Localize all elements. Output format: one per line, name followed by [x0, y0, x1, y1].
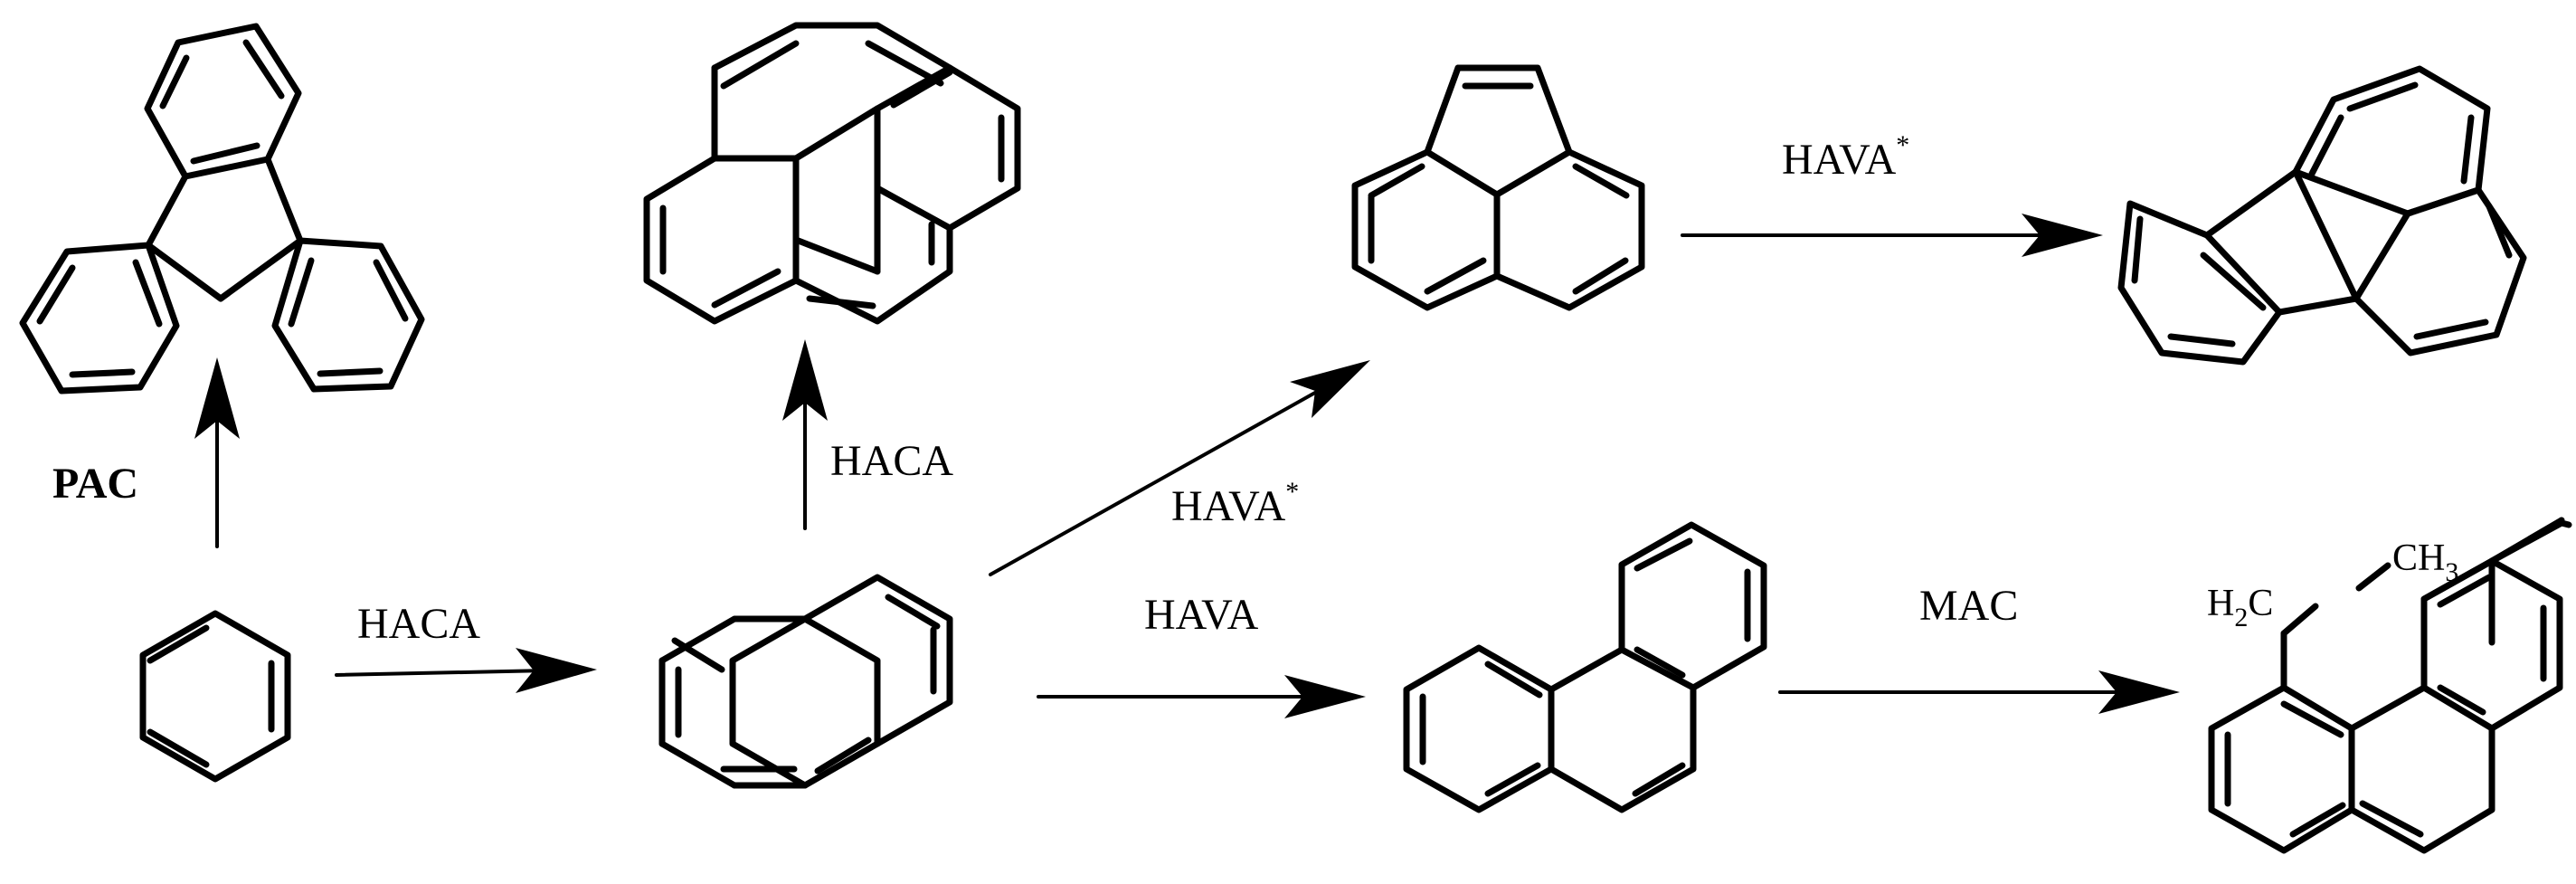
ch2-h: H — [2207, 583, 2234, 624]
ch3-label: CH3 — [2392, 537, 2458, 587]
arrow-naphthalene-to-phenanthrene — [1037, 675, 1366, 718]
arrow-naphthalene-to-acenaphthylene — [989, 360, 1370, 576]
hava-label: HAVA — [1144, 591, 1259, 639]
naphthalene-structure — [658, 574, 953, 789]
ch2-c: C — [2248, 583, 2273, 624]
pac-label: PAC — [52, 460, 138, 508]
benzene-structure — [139, 610, 291, 783]
triphenylene-structure — [19, 23, 425, 394]
arrow-acenaphthylene-to-fluoranthene — [1681, 214, 2103, 257]
phenanthrene-structure — [1403, 521, 1767, 813]
haca-label-naphthalene: HACA — [357, 600, 480, 648]
ch3-ch: CH — [2392, 537, 2445, 579]
hava-star-label-upper-sup: * — [1896, 130, 1909, 160]
hava-star-label-lower: HAVA* — [1171, 477, 1299, 530]
fluoranthene-structure — [2117, 65, 2527, 366]
pyrene-structure — [643, 22, 1021, 325]
arrow-benzene-to-naphthalene — [335, 648, 597, 693]
hava-star-label-upper-text: HAVA — [1782, 136, 1897, 184]
haca-label-pyrene: HACA — [830, 437, 953, 485]
ethylphenanthrene-structure — [2208, 517, 2572, 854]
arrow-naphthalene-to-pyrene — [782, 339, 828, 530]
ch3-sub: 3 — [2445, 557, 2458, 587]
ch2-label: H2C — [2207, 583, 2273, 632]
hava-star-label-lower-sup: * — [1285, 477, 1299, 507]
ch2-h-sub: 2 — [2234, 603, 2248, 632]
acenaphthylene-structure — [1351, 64, 1645, 311]
arrow-phenanthrene-to-ethylphenanthrene — [1778, 670, 2180, 714]
hava-star-label-lower-text: HAVA — [1171, 482, 1286, 530]
mac-label: MAC — [1919, 582, 2018, 630]
arrow-benzene-to-triphenylene — [194, 357, 240, 548]
hava-star-label-upper: HAVA* — [1782, 130, 1909, 184]
